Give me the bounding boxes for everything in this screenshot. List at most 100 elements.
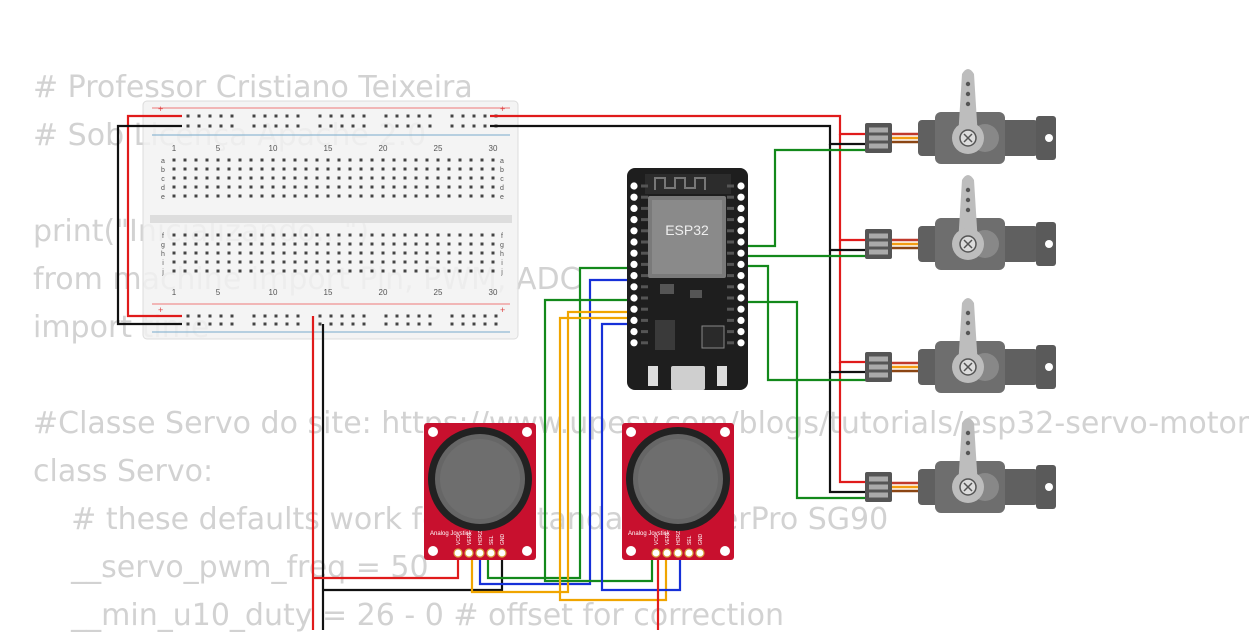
wire-black xyxy=(323,553,504,592)
joystick-pin-label: VERT xyxy=(467,532,473,545)
esp32-pin xyxy=(630,294,638,302)
servo-motor[interactable] xyxy=(865,69,1056,164)
row-letter: d xyxy=(500,185,504,192)
joystick-pin-label: GND xyxy=(500,534,506,546)
row-letter: j xyxy=(161,269,164,276)
joystick-pin-label: VERT xyxy=(665,532,671,545)
row-letter: b xyxy=(500,167,504,174)
row-letter: a xyxy=(500,158,504,165)
esp32-pin xyxy=(737,316,745,324)
plus-label: + xyxy=(500,104,505,114)
joystick-pin-label: GND xyxy=(698,534,704,546)
row-letter: f xyxy=(501,233,503,240)
row-letter: d xyxy=(161,185,165,192)
row-letter: g xyxy=(161,242,165,249)
column-number: 30 xyxy=(489,144,498,153)
column-number: 25 xyxy=(434,288,443,297)
plus-label: + xyxy=(158,104,163,114)
esp32-pin xyxy=(630,227,638,235)
row-letter: c xyxy=(161,176,165,183)
esp32-pin xyxy=(630,328,638,336)
wire-black xyxy=(828,144,868,252)
servo-motors[interactable] xyxy=(865,69,1056,513)
column-number: 5 xyxy=(216,144,221,153)
column-number: 15 xyxy=(324,144,333,153)
esp32-pin xyxy=(737,283,745,291)
joystick-pin xyxy=(673,548,683,558)
esp32-pin xyxy=(737,328,745,336)
row-letter: j xyxy=(500,269,503,276)
wire-black xyxy=(828,250,868,374)
wire-black xyxy=(828,372,868,494)
esp32-pin xyxy=(630,204,638,212)
row-letter: f xyxy=(162,233,164,240)
esp32-pin xyxy=(737,182,745,190)
esp32-pin xyxy=(737,238,745,246)
esp32-pin xyxy=(630,238,638,246)
joystick-pin xyxy=(453,548,463,558)
servo-motor[interactable] xyxy=(865,175,1056,270)
joystick-pin-label: VCC xyxy=(456,534,462,545)
esp32-pin xyxy=(737,339,745,347)
joystick-pin xyxy=(651,548,661,558)
row-letter: e xyxy=(500,194,504,201)
joystick-title: Analog Joystick xyxy=(430,531,473,537)
row-letter: e xyxy=(161,194,165,201)
wire-blue xyxy=(600,322,682,592)
joystick-module-2[interactable]: Analog Joystick VCC VERT HORZ SEL GND xyxy=(622,423,734,560)
wire-red xyxy=(490,114,868,136)
joystick-pin-label: HORZ xyxy=(478,531,484,545)
row-letter: a xyxy=(161,158,165,165)
esp32-pin xyxy=(737,294,745,302)
wires[interactable] xyxy=(116,114,868,630)
code-line: # Professor Cristiano Teixeira xyxy=(33,70,473,105)
joystick-pin-label: SEL xyxy=(687,535,693,545)
joystick-pin xyxy=(486,548,496,558)
column-number: 1 xyxy=(172,288,177,297)
esp32-pin xyxy=(630,193,638,201)
row-letter: g xyxy=(500,242,504,249)
row-letter: b xyxy=(161,167,165,174)
column-number: 15 xyxy=(324,288,333,297)
esp32-pin xyxy=(630,216,638,224)
wire-green xyxy=(486,266,634,580)
joystick-pin xyxy=(464,548,474,558)
wire-red xyxy=(126,114,182,318)
esp32-pin xyxy=(737,260,745,268)
column-number: 25 xyxy=(434,144,443,153)
esp32-pin xyxy=(737,249,745,257)
wire-green xyxy=(742,300,868,500)
row-letter: i xyxy=(162,260,164,267)
servo-motor[interactable] xyxy=(865,298,1056,393)
esp32-pin xyxy=(737,305,745,313)
row-letter: i xyxy=(501,260,503,267)
row-letter: h xyxy=(500,251,504,258)
code-line: class Servo: xyxy=(33,454,214,489)
joystick-pin xyxy=(684,548,694,558)
esp32-pin xyxy=(630,305,638,313)
breadboard-holes xyxy=(172,114,498,326)
column-number: 30 xyxy=(489,288,498,297)
esp32-pin xyxy=(630,272,638,280)
esp32-pin xyxy=(737,216,745,224)
column-number: 10 xyxy=(269,144,278,153)
esp32-pin xyxy=(630,249,638,257)
joystick-pin-label: HORZ xyxy=(676,531,682,545)
esp32-pin xyxy=(630,260,638,268)
wire-blue xyxy=(478,278,634,586)
servo-motor[interactable] xyxy=(865,418,1056,513)
joystick-title: Analog Joystick xyxy=(628,531,671,537)
column-number: 20 xyxy=(379,144,388,153)
esp32-board[interactable]: ESP32 xyxy=(627,168,748,390)
esp32-pins xyxy=(630,182,745,347)
joystick-pin-label: VCC xyxy=(654,534,660,545)
esp32-pin xyxy=(737,204,745,212)
column-number: 5 xyxy=(216,288,221,297)
wire-orange xyxy=(558,316,668,602)
wire-green xyxy=(742,264,868,382)
